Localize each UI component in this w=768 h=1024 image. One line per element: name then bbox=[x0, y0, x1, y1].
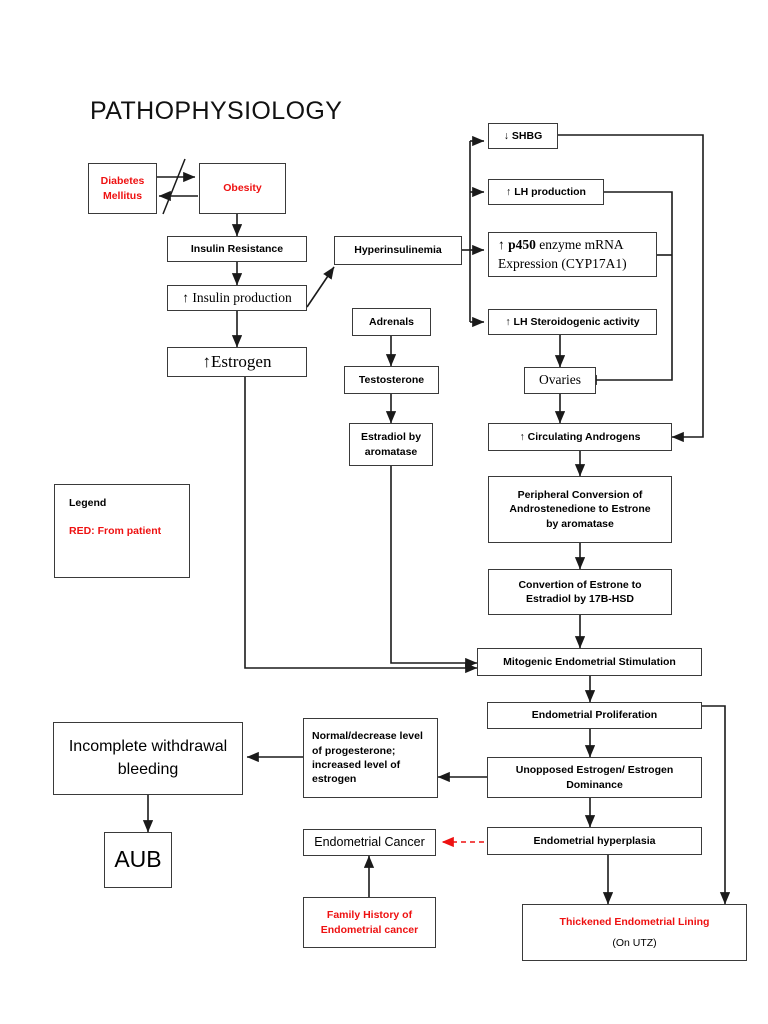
node-incomplete-line2: bleeding bbox=[117, 760, 179, 778]
node-endometrial-cancer-label: Endometrial Cancer bbox=[314, 834, 425, 849]
node-adrenals-label: Adrenals bbox=[369, 315, 414, 328]
node-lh-steroidogenic-label: ↑ LH Steroidogenic activity bbox=[505, 315, 640, 328]
node-hyperinsulinemia[interactable]: Hyperinsulinemia bbox=[334, 236, 462, 265]
node-p450-expression[interactable]: ↑ p450 enzyme mRNA Expression (CYP17A1) bbox=[488, 232, 657, 277]
legend-red-key: RED: From patient bbox=[69, 525, 162, 537]
node-convertion-line1: Convertion of Estrone to bbox=[518, 578, 642, 591]
node-shbg-label: ↓ SHBG bbox=[503, 129, 543, 142]
node-family-history-line2: Endometrial cancer bbox=[320, 923, 419, 936]
node-hyperinsulinemia-label: Hyperinsulinemia bbox=[354, 244, 442, 257]
node-progesterone-line2: of progesterone; bbox=[312, 744, 396, 757]
node-aub[interactable]: AUB bbox=[104, 832, 172, 888]
node-progesterone-line1: Normal/decrease level bbox=[312, 730, 423, 743]
node-insulin-production[interactable]: ↑ Insulin production bbox=[167, 285, 307, 311]
node-peripheral-conversion[interactable]: Peripheral Conversion of Androstenedione… bbox=[488, 476, 672, 543]
node-estrogen-label: ↑Estrogen bbox=[202, 352, 272, 372]
node-diabetes-line1: Diabetes bbox=[100, 175, 145, 188]
node-unopposed-estrogen[interactable]: Unopposed Estrogen/ Estrogen Dominance bbox=[487, 757, 702, 798]
node-ovaries-label: Ovaries bbox=[539, 372, 581, 388]
node-peripheral-line1: Peripheral Conversion of bbox=[517, 488, 643, 501]
node-thickened-line1: Thickened Endometrial Lining bbox=[559, 915, 710, 928]
node-insulin-resistance-label: Insulin Resistance bbox=[190, 242, 284, 255]
node-progesterone-line3: increased level of bbox=[312, 759, 401, 771]
node-hyperplasia-label: Endometrial hyperplasia bbox=[533, 834, 656, 847]
node-obesity-label: Obesity bbox=[223, 182, 262, 195]
node-unopposed-line1: Unopposed Estrogen/ Estrogen bbox=[515, 764, 674, 777]
node-obesity[interactable]: Obesity bbox=[199, 163, 286, 214]
node-aub-label: AUB bbox=[114, 846, 162, 873]
node-peripheral-line3: by aromatase bbox=[546, 517, 614, 530]
node-mitogenic-endometrial-stimulation[interactable]: Mitogenic Endometrial Stimulation bbox=[477, 648, 702, 676]
node-insulin-resistance[interactable]: Insulin Resistance bbox=[167, 236, 307, 262]
node-endometrial-proliferation[interactable]: Endometrial Proliferation bbox=[487, 702, 702, 729]
node-family-history-line1: Family History of bbox=[326, 909, 413, 922]
node-adrenals[interactable]: Adrenals bbox=[352, 308, 431, 336]
node-incomplete-withdrawal-bleeding[interactable]: Incomplete withdrawal bleeding bbox=[53, 722, 243, 795]
node-estradiol-line1: Estradiol by bbox=[360, 431, 422, 444]
node-diabetes-mellitus[interactable]: Diabetes Mellitus bbox=[88, 163, 157, 214]
node-proliferation-label: Endometrial Proliferation bbox=[531, 709, 658, 722]
node-p450-line2: Expression (CYP17A1) bbox=[498, 255, 627, 271]
node-incomplete-line1: Incomplete withdrawal bbox=[68, 738, 228, 756]
node-circulating-androgens[interactable]: ↑ Circulating Androgens bbox=[488, 423, 672, 451]
page-title: PATHOPHYSIOLOGY bbox=[90, 97, 343, 125]
node-lh-production-label: ↑ LH production bbox=[506, 185, 586, 198]
node-testosterone-label: Testosterone bbox=[358, 373, 425, 386]
node-convertion-estrone-estradiol[interactable]: Convertion of Estrone to Estradiol by 17… bbox=[488, 569, 672, 615]
node-lh-steroidogenic-activity[interactable]: ↑ LH Steroidogenic activity bbox=[488, 309, 657, 335]
node-progesterone-line4: estrogen bbox=[312, 773, 357, 786]
node-circulating-androgens-label: ↑ Circulating Androgens bbox=[519, 430, 641, 443]
node-peripheral-line2: Androstenedione to Estrone bbox=[509, 503, 651, 516]
node-unopposed-line2: Dominance bbox=[566, 778, 623, 791]
node-estradiol-line2: aromatase bbox=[364, 445, 418, 458]
node-endometrial-cancer[interactable]: Endometrial Cancer bbox=[303, 829, 436, 856]
node-mitogenic-label: Mitogenic Endometrial Stimulation bbox=[503, 655, 676, 668]
node-convertion-line2: Estradiol by 17B-HSD bbox=[526, 593, 634, 605]
node-insulin-production-label: ↑ Insulin production bbox=[182, 289, 292, 305]
node-progesterone-estrogen-levels[interactable]: Normal/decrease level of progesterone; i… bbox=[303, 718, 438, 798]
node-diabetes-line2: Mellitus bbox=[102, 189, 143, 202]
node-testosterone[interactable]: Testosterone bbox=[344, 366, 439, 394]
node-p450-line1: ↑ p450 enzyme mRNA bbox=[498, 236, 624, 252]
node-lh-production[interactable]: ↑ LH production bbox=[488, 179, 604, 205]
legend-box: Legend RED: From patient bbox=[54, 484, 190, 578]
legend-heading: Legend bbox=[69, 497, 107, 509]
node-thickened-line2: (On UTZ) bbox=[612, 937, 657, 949]
node-estrogen[interactable]: ↑Estrogen bbox=[167, 347, 307, 377]
node-estradiol-by-aromatase[interactable]: Estradiol by aromatase bbox=[349, 423, 433, 466]
node-endometrial-hyperplasia[interactable]: Endometrial hyperplasia bbox=[487, 827, 702, 855]
node-thickened-endometrial-lining[interactable]: Thickened Endometrial Lining (On UTZ) bbox=[522, 904, 747, 961]
node-ovaries[interactable]: Ovaries bbox=[524, 367, 596, 394]
node-family-history-endometrial-cancer[interactable]: Family History of Endometrial cancer bbox=[303, 897, 436, 948]
node-shbg[interactable]: ↓ SHBG bbox=[488, 123, 558, 149]
